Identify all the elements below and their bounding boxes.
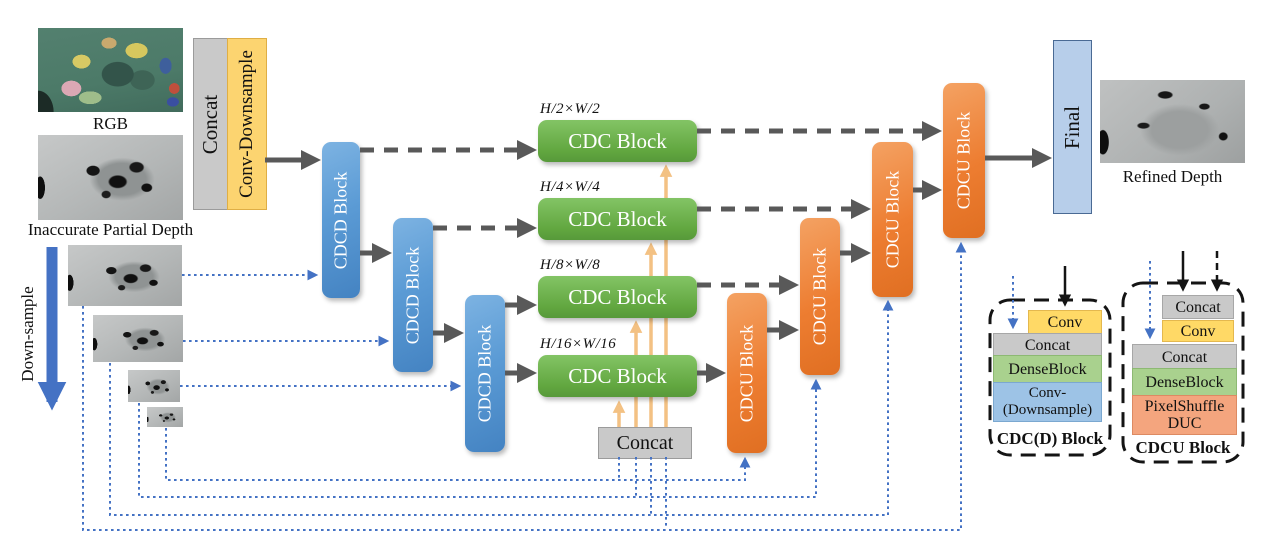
cdc-block-h8-label: CDC Block xyxy=(568,284,667,309)
cdc-block-h16: CDC Block xyxy=(538,355,697,397)
cdcu-block-1: CDCU Block xyxy=(727,293,767,453)
cdc-block-h2: CDC Block xyxy=(538,120,697,162)
legend-cdcu-concat-top: Concat xyxy=(1162,295,1234,319)
cdcu-block-2: CDCU Block xyxy=(800,218,840,375)
cdcd-block-1-label: CDCD Block xyxy=(330,171,351,269)
legend-cdcu-pixelshuffle: PixelShuffle DUC xyxy=(1132,395,1237,435)
legend-cdcu-concat-mid-label: Concat xyxy=(1161,348,1208,366)
legend-cdcu-conv: Conv xyxy=(1162,320,1234,342)
cdcd-block-3-label: CDCD Block xyxy=(474,324,495,423)
legend-cdcd-conv-downsample-line1: Conv- xyxy=(1028,385,1067,401)
cdcd-block-3: CDCD Block xyxy=(465,295,505,452)
downsampled-depth-image-4 xyxy=(147,407,183,427)
mid-concat-block: Concat xyxy=(598,427,692,459)
scale-label-h2: H/2×W/2 xyxy=(540,101,601,117)
legend-cdcd-denseblock-label: DenseBlock xyxy=(1008,361,1087,378)
cdcd-block-1: CDCD Block xyxy=(322,142,360,298)
legend-cdcd-conv-downsample-line2: (Downsample) xyxy=(1002,402,1093,418)
cdcu-block-1-label: CDCU Block xyxy=(736,324,757,422)
legend-cdcu-concat-top-label: Concat xyxy=(1175,298,1221,316)
input-concat-label: Concat xyxy=(198,94,223,154)
rgb-image xyxy=(38,28,183,112)
cdcd-block-2: CDCD Block xyxy=(393,218,433,372)
solid-flow-arrows xyxy=(265,148,1052,383)
legend-cdcu-pixelshuffle-line2: DUC xyxy=(1167,415,1202,432)
cdcu-block-4-label: CDCU Block xyxy=(953,111,974,210)
scale-label-h8: H/8×W/8 xyxy=(540,257,601,273)
legend-cdcu-conv-label: Conv xyxy=(1180,322,1216,340)
final-block: Final xyxy=(1053,40,1092,214)
legend-cdcu-title: CDCU Block xyxy=(1135,438,1231,457)
scale-label-h4: H/4×W/4 xyxy=(540,179,601,195)
cdcu-block-4: CDCU Block xyxy=(943,83,985,238)
legend-cdcd-conv-label: Conv xyxy=(1047,314,1083,331)
mid-concat-label: Concat xyxy=(616,431,674,454)
legend-cdcd-title: CDC(D) Block xyxy=(996,429,1104,448)
cdc-block-h16-label: CDC Block xyxy=(568,363,667,388)
partial-depth-label: Inaccurate Partial Depth xyxy=(27,220,194,239)
legend-cdcu-pixelshuffle-line1: PixelShuffle xyxy=(1144,398,1225,415)
downsample-label: Down-sample xyxy=(18,286,37,382)
partial-depth-image xyxy=(38,135,183,220)
cdc-block-h8: CDC Block xyxy=(538,276,697,318)
cdc-block-h4-label: CDC Block xyxy=(568,206,667,231)
legend-cdcd-conv: Conv xyxy=(1028,310,1102,335)
input-concat-block: Concat xyxy=(193,38,229,210)
conv-downsample-label: Conv-Downsample xyxy=(236,50,258,198)
legend-cdcu-denseblock: DenseBlock xyxy=(1132,368,1237,397)
rgb-label: RGB xyxy=(93,114,128,133)
refined-depth-image xyxy=(1100,80,1245,163)
legend-cdcu-concat-mid: Concat xyxy=(1132,344,1237,370)
conv-downsample-block: Conv-Downsample xyxy=(227,38,267,210)
cdcd-block-2-label: CDCD Block xyxy=(402,246,423,344)
cdc-block-h4: CDC Block xyxy=(538,198,697,240)
legend-cdcd-conv-downsample: Conv- (Downsample) xyxy=(993,382,1102,422)
legend-cdcd-concat: Concat xyxy=(993,333,1102,357)
final-label: Final xyxy=(1060,105,1085,149)
legend-cdcu-denseblock-label: DenseBlock xyxy=(1145,374,1224,391)
cdcu-block-3-label: CDCU Block xyxy=(882,170,903,269)
cdc-block-h2-label: CDC Block xyxy=(568,128,667,153)
cdcu-block-2-label: CDCU Block xyxy=(809,247,830,346)
downsampled-depth-image-1 xyxy=(68,245,182,306)
legend-cdcd-concat-label: Concat xyxy=(1024,336,1071,354)
cdcu-block-3: CDCU Block xyxy=(872,142,913,297)
downsampled-depth-image-3 xyxy=(128,370,180,402)
scale-label-h16: H/16×W/16 xyxy=(540,336,617,352)
refined-depth-label: Refined Depth xyxy=(1122,167,1223,186)
downsampled-depth-image-2 xyxy=(93,315,183,362)
legend-cdcd-denseblock: DenseBlock xyxy=(993,355,1102,384)
